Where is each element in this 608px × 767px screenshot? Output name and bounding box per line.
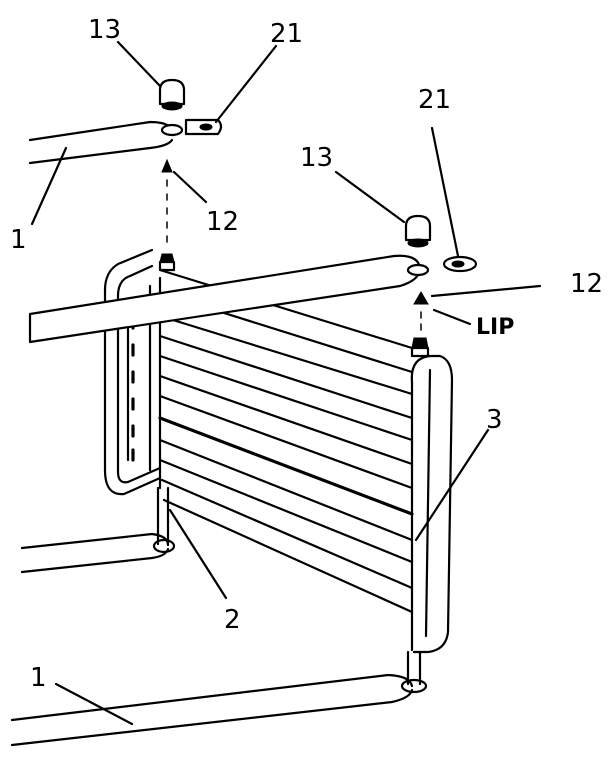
label-21-right: 21 [418, 85, 451, 115]
left-leg [152, 486, 176, 554]
left-pin-assembly [158, 158, 176, 272]
label-3: 3 [486, 405, 503, 435]
left-end-frame [103, 248, 162, 496]
reference-labels: 13 21 1 12 13 21 12 LIP 3 2 1 [10, 15, 603, 693]
label-12-left: 12 [206, 207, 239, 237]
bottom-tube [10, 673, 414, 747]
label-1-upper: 1 [10, 225, 27, 255]
right-end-frame [410, 354, 454, 654]
label-21-upper-left: 21 [270, 19, 303, 49]
slat-panel [158, 268, 414, 614]
left-cap-13 [158, 78, 186, 137]
label-1-lower: 1 [30, 663, 47, 693]
lower-left-tube [20, 532, 170, 574]
label-12-right: 12 [570, 269, 603, 299]
label-2: 2 [224, 605, 241, 635]
upper-left-tube [28, 120, 174, 165]
right-pin-assembly [410, 291, 430, 358]
right-cap-13 [404, 214, 432, 277]
right-clip-21 [442, 255, 478, 273]
label-13-upper-left: 13 [88, 15, 121, 45]
right-leg [400, 650, 428, 694]
label-13-right: 13 [300, 143, 333, 173]
leader-lines [30, 40, 542, 726]
label-lip: LIP [476, 315, 514, 340]
long-diagonal-tube [28, 254, 422, 344]
